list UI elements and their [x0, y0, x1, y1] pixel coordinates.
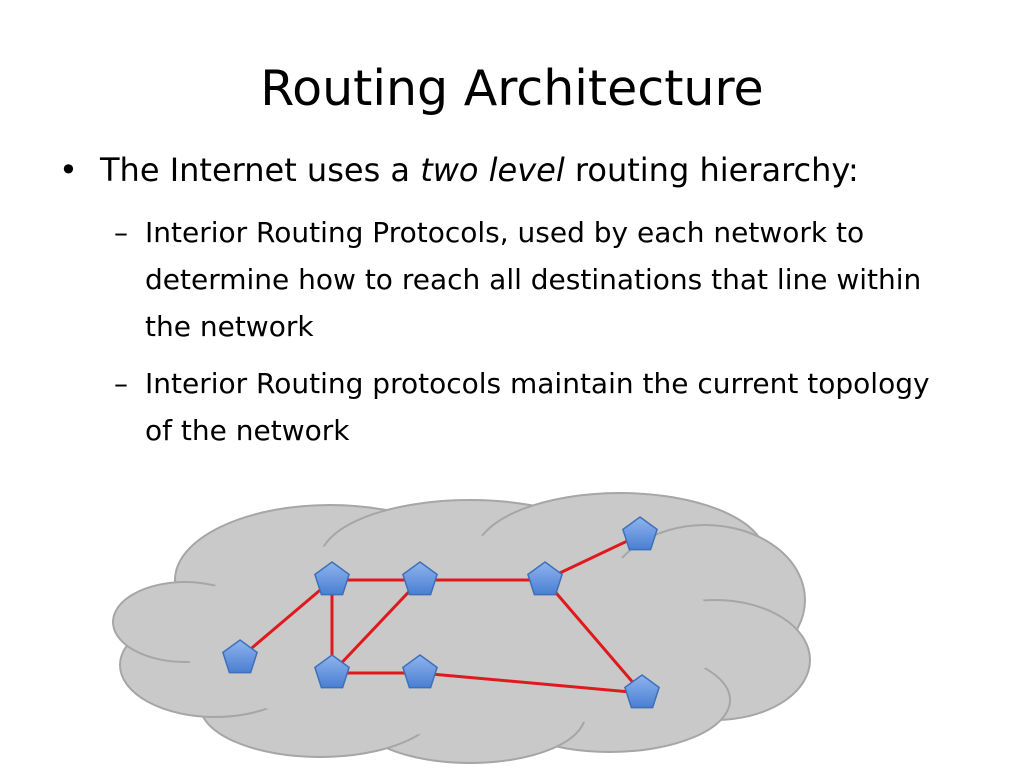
network-link [330, 578, 422, 675]
bullet-list: • The Internet uses a two level routing … [57, 145, 957, 464]
network-link [543, 579, 644, 694]
sub-bullet-text: Interior Routing protocols maintain the … [145, 367, 930, 447]
sub-bullet-list: – Interior Routing Protocols, used by ea… [114, 209, 957, 454]
bullet-marker: • [59, 151, 78, 189]
network-routers [222, 516, 660, 709]
bullet-text-start: The Internet uses a [100, 151, 421, 189]
slide-title: Routing Architecture [260, 60, 764, 117]
sub-bullet-item: – Interior Routing protocols maintain th… [114, 360, 957, 454]
router-icon [314, 654, 350, 689]
bullet-text-end: routing hierarchy: [564, 151, 859, 189]
router-icon [314, 561, 350, 596]
router-icon [402, 561, 438, 596]
network-cloud [112, 492, 811, 764]
router-icon [622, 516, 658, 551]
bullet-item: • The Internet uses a two level routing … [57, 145, 957, 195]
sub-bullet-item: – Interior Routing Protocols, used by ea… [114, 209, 957, 350]
router-icon [527, 561, 563, 596]
router-icon [624, 674, 660, 709]
network-link [239, 578, 333, 660]
dash-marker: – [114, 216, 128, 249]
bullet-text-emphasis: two level [420, 151, 565, 189]
network-link [419, 671, 643, 695]
sub-bullet-text: Interior Routing Protocols, used by each… [145, 216, 922, 343]
router-icon [402, 654, 438, 689]
network-links [239, 533, 644, 695]
dash-marker: – [114, 367, 128, 400]
network-link [544, 533, 641, 582]
router-icon [222, 639, 258, 674]
